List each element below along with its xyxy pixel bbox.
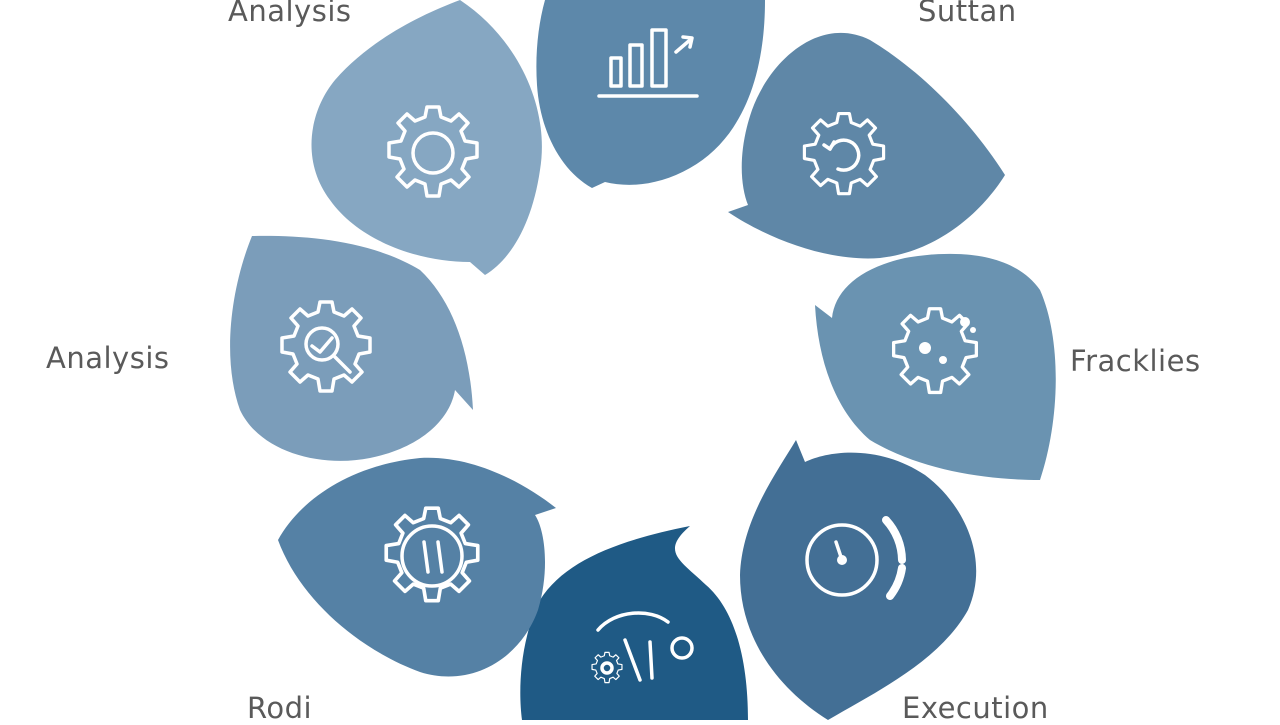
petal-chart [536,0,765,188]
petal-gear-tools [520,526,748,720]
petal-gear-search [230,235,473,461]
petal-gear-splash [815,253,1056,480]
label-bottom-left: Rodi [247,691,313,725]
label-left: Analysis [46,341,170,375]
petal-gauge [740,440,977,720]
gear-compass-icon [384,506,480,603]
petal-gear-ring [311,0,542,275]
gauge-icon [805,516,906,600]
gear-refresh-icon [802,112,886,196]
petal-gear-refresh [728,32,1005,259]
petal-gear-compass [278,457,556,677]
gear-search-icon [280,300,372,393]
bar-chart-icon [597,28,699,98]
gear-ring-icon [387,105,479,198]
label-top-left: Analysis [228,0,352,28]
label-top-right: Suttan [918,0,1017,28]
gear-splash-icon [891,307,979,395]
gear-tools-icon [591,611,694,684]
label-right: Fracklies [1070,344,1201,378]
label-bottom-right: Execution [902,691,1049,725]
